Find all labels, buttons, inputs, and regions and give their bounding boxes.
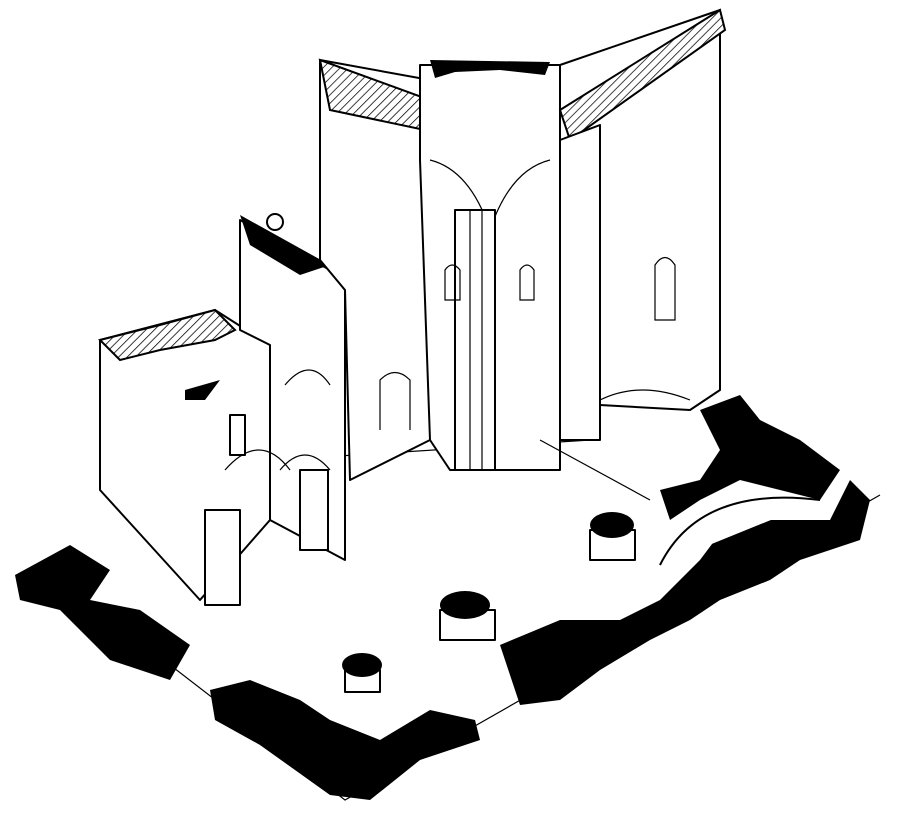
foundation-right-transept (660, 395, 840, 520)
pier-right (589, 512, 636, 561)
left-wing-structure (98, 213, 346, 606)
apse-curve (659, 496, 821, 566)
foundation-front (210, 680, 480, 800)
pier-front (342, 653, 382, 693)
pier-center (439, 591, 496, 641)
foundation-right-apse (500, 480, 870, 705)
right-transept-structure (539, 8, 727, 501)
wall-foundations (15, 395, 870, 800)
piers (342, 512, 636, 693)
foundation-left (15, 545, 190, 680)
central-crossing-tower (318, 58, 561, 481)
